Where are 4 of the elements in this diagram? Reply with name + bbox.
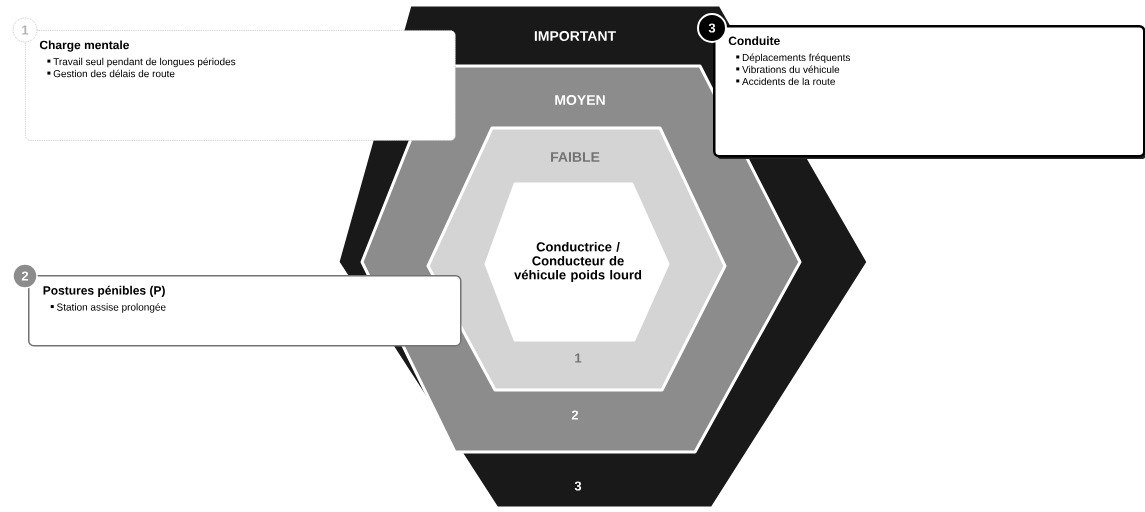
callout-number: 2 xyxy=(12,263,38,289)
callout-box: Postures pénibles (P) Station assise prolongée xyxy=(28,275,462,347)
hexagon-band: Conductrice / Conducteur de véhicule poids lourd xyxy=(484,182,670,342)
callout-number: 1 xyxy=(12,17,38,43)
